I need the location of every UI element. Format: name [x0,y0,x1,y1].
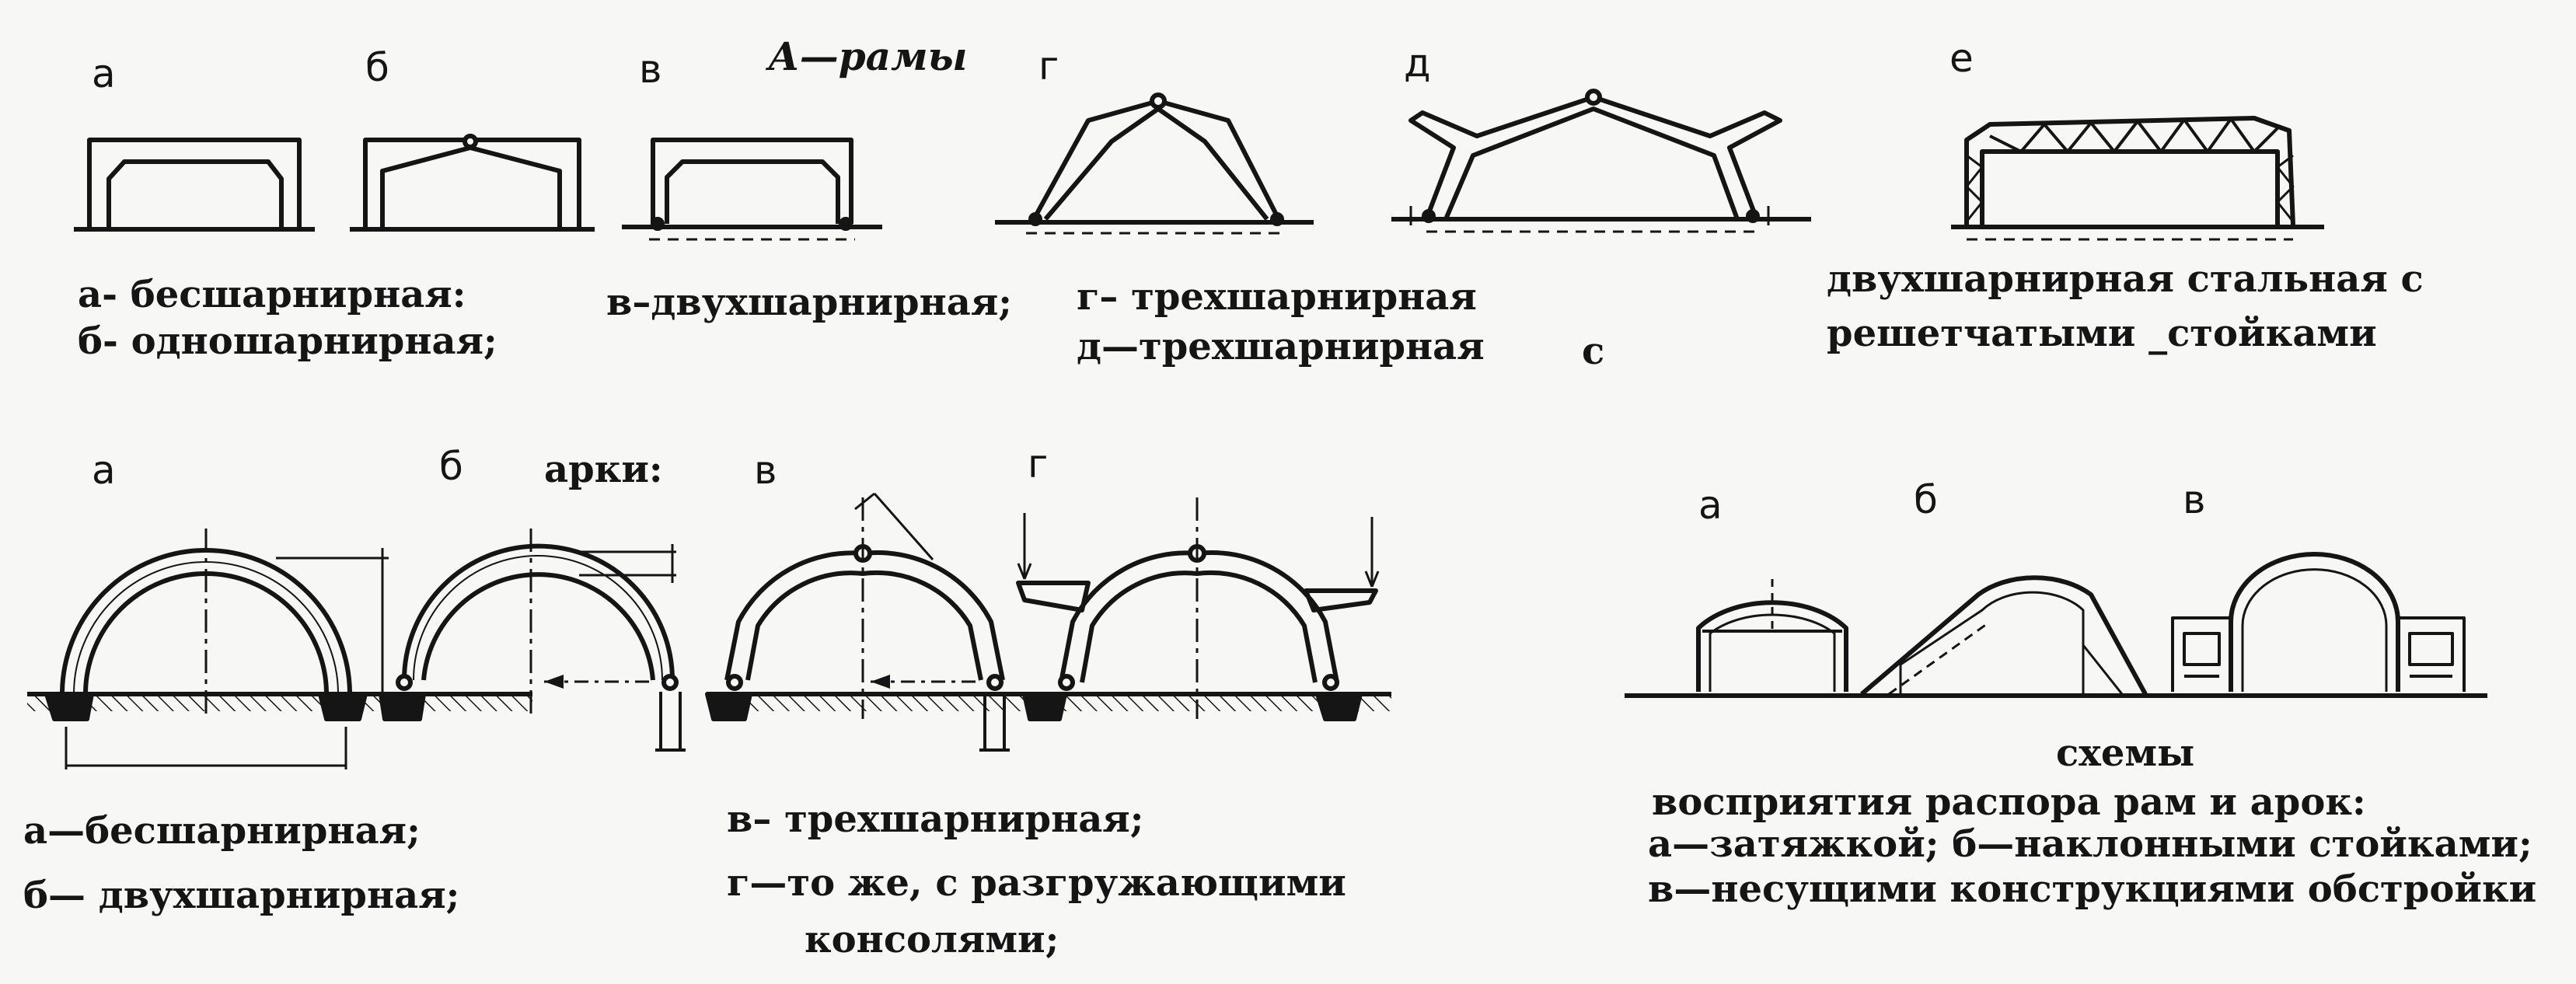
frame-v-two-hinged [622,138,882,241]
frame-e-steel-lattice [1951,116,2324,241]
frame-caption-e-line2: решетчатыми _стойками [1827,312,2377,355]
frame-caption-e-line1: двухшарнирная стальная с [1827,257,2424,301]
frame-d-three-hinged-cantilever [1391,89,1811,233]
frame-letter-a: а [92,51,116,96]
arch-b-two-hinged [379,529,686,752]
scheme-a-tie [1696,579,1848,692]
frame-letter-b: б [365,45,389,90]
frame-letter-e: е [1949,36,1974,81]
arch-v-three-hinged [705,492,1010,752]
arch-g-three-hinged-cantilever [1016,497,1380,721]
scheme-letter-v: в [2183,477,2206,522]
schemes-line1: восприятия распора рам и арок: [1652,780,2366,824]
arches-title: арки: [544,448,663,491]
arch-caption-v: в– трехшарнирная; [727,797,1144,841]
frame-a-hingeless [74,138,315,232]
schemes-title: схемы [2056,731,2195,775]
frame-caption-g: г– трехшарнирная [1077,275,1477,319]
scheme-letter-b: б [1914,477,1938,522]
frames-title: А—рамы [768,33,968,79]
frame-caption-b: б- одношарнирная; [78,319,497,363]
arch-caption-g-line2: консолями; [805,918,1059,961]
frame-caption-v: в–двухшарнирная; [606,281,1012,324]
scheme-letter-a: а [1698,483,1723,528]
frame-letter-g: г [1038,44,1059,89]
schemes-line2: а—затяжкой; б—наклонными стойками; [1648,822,2532,866]
frame-b-single-hinged [350,134,595,232]
frame-g-three-hinged [995,92,1314,235]
frame-caption-d: д—трехшарнирная [1077,325,1485,368]
arch-letter-a: а [92,448,116,493]
frame-letter-v: в [639,47,662,92]
schemes-line3: в—несущими конструкциями обстройки [1648,867,2537,911]
arch-caption-b: б— двухшарнирная; [23,874,460,917]
arch-letter-g: г [1028,441,1049,487]
arch-caption-a: а—бесшарнирная; [23,809,421,853]
scheme-b-inclined-posts [1860,575,2148,696]
arch-a-hingeless [44,529,389,769]
arch-letter-b: б [439,444,463,489]
arch-caption-g-line1: г—то же, с разгружающими [727,861,1346,905]
frame-letter-d: д [1404,40,1431,85]
frame-caption-a: а- бесшарнирная: [78,273,466,316]
arch-letter-v: в [754,448,777,493]
frame-caption-d-tail: с [1582,330,1605,373]
scheme-v-outbuildings [2171,551,2466,692]
